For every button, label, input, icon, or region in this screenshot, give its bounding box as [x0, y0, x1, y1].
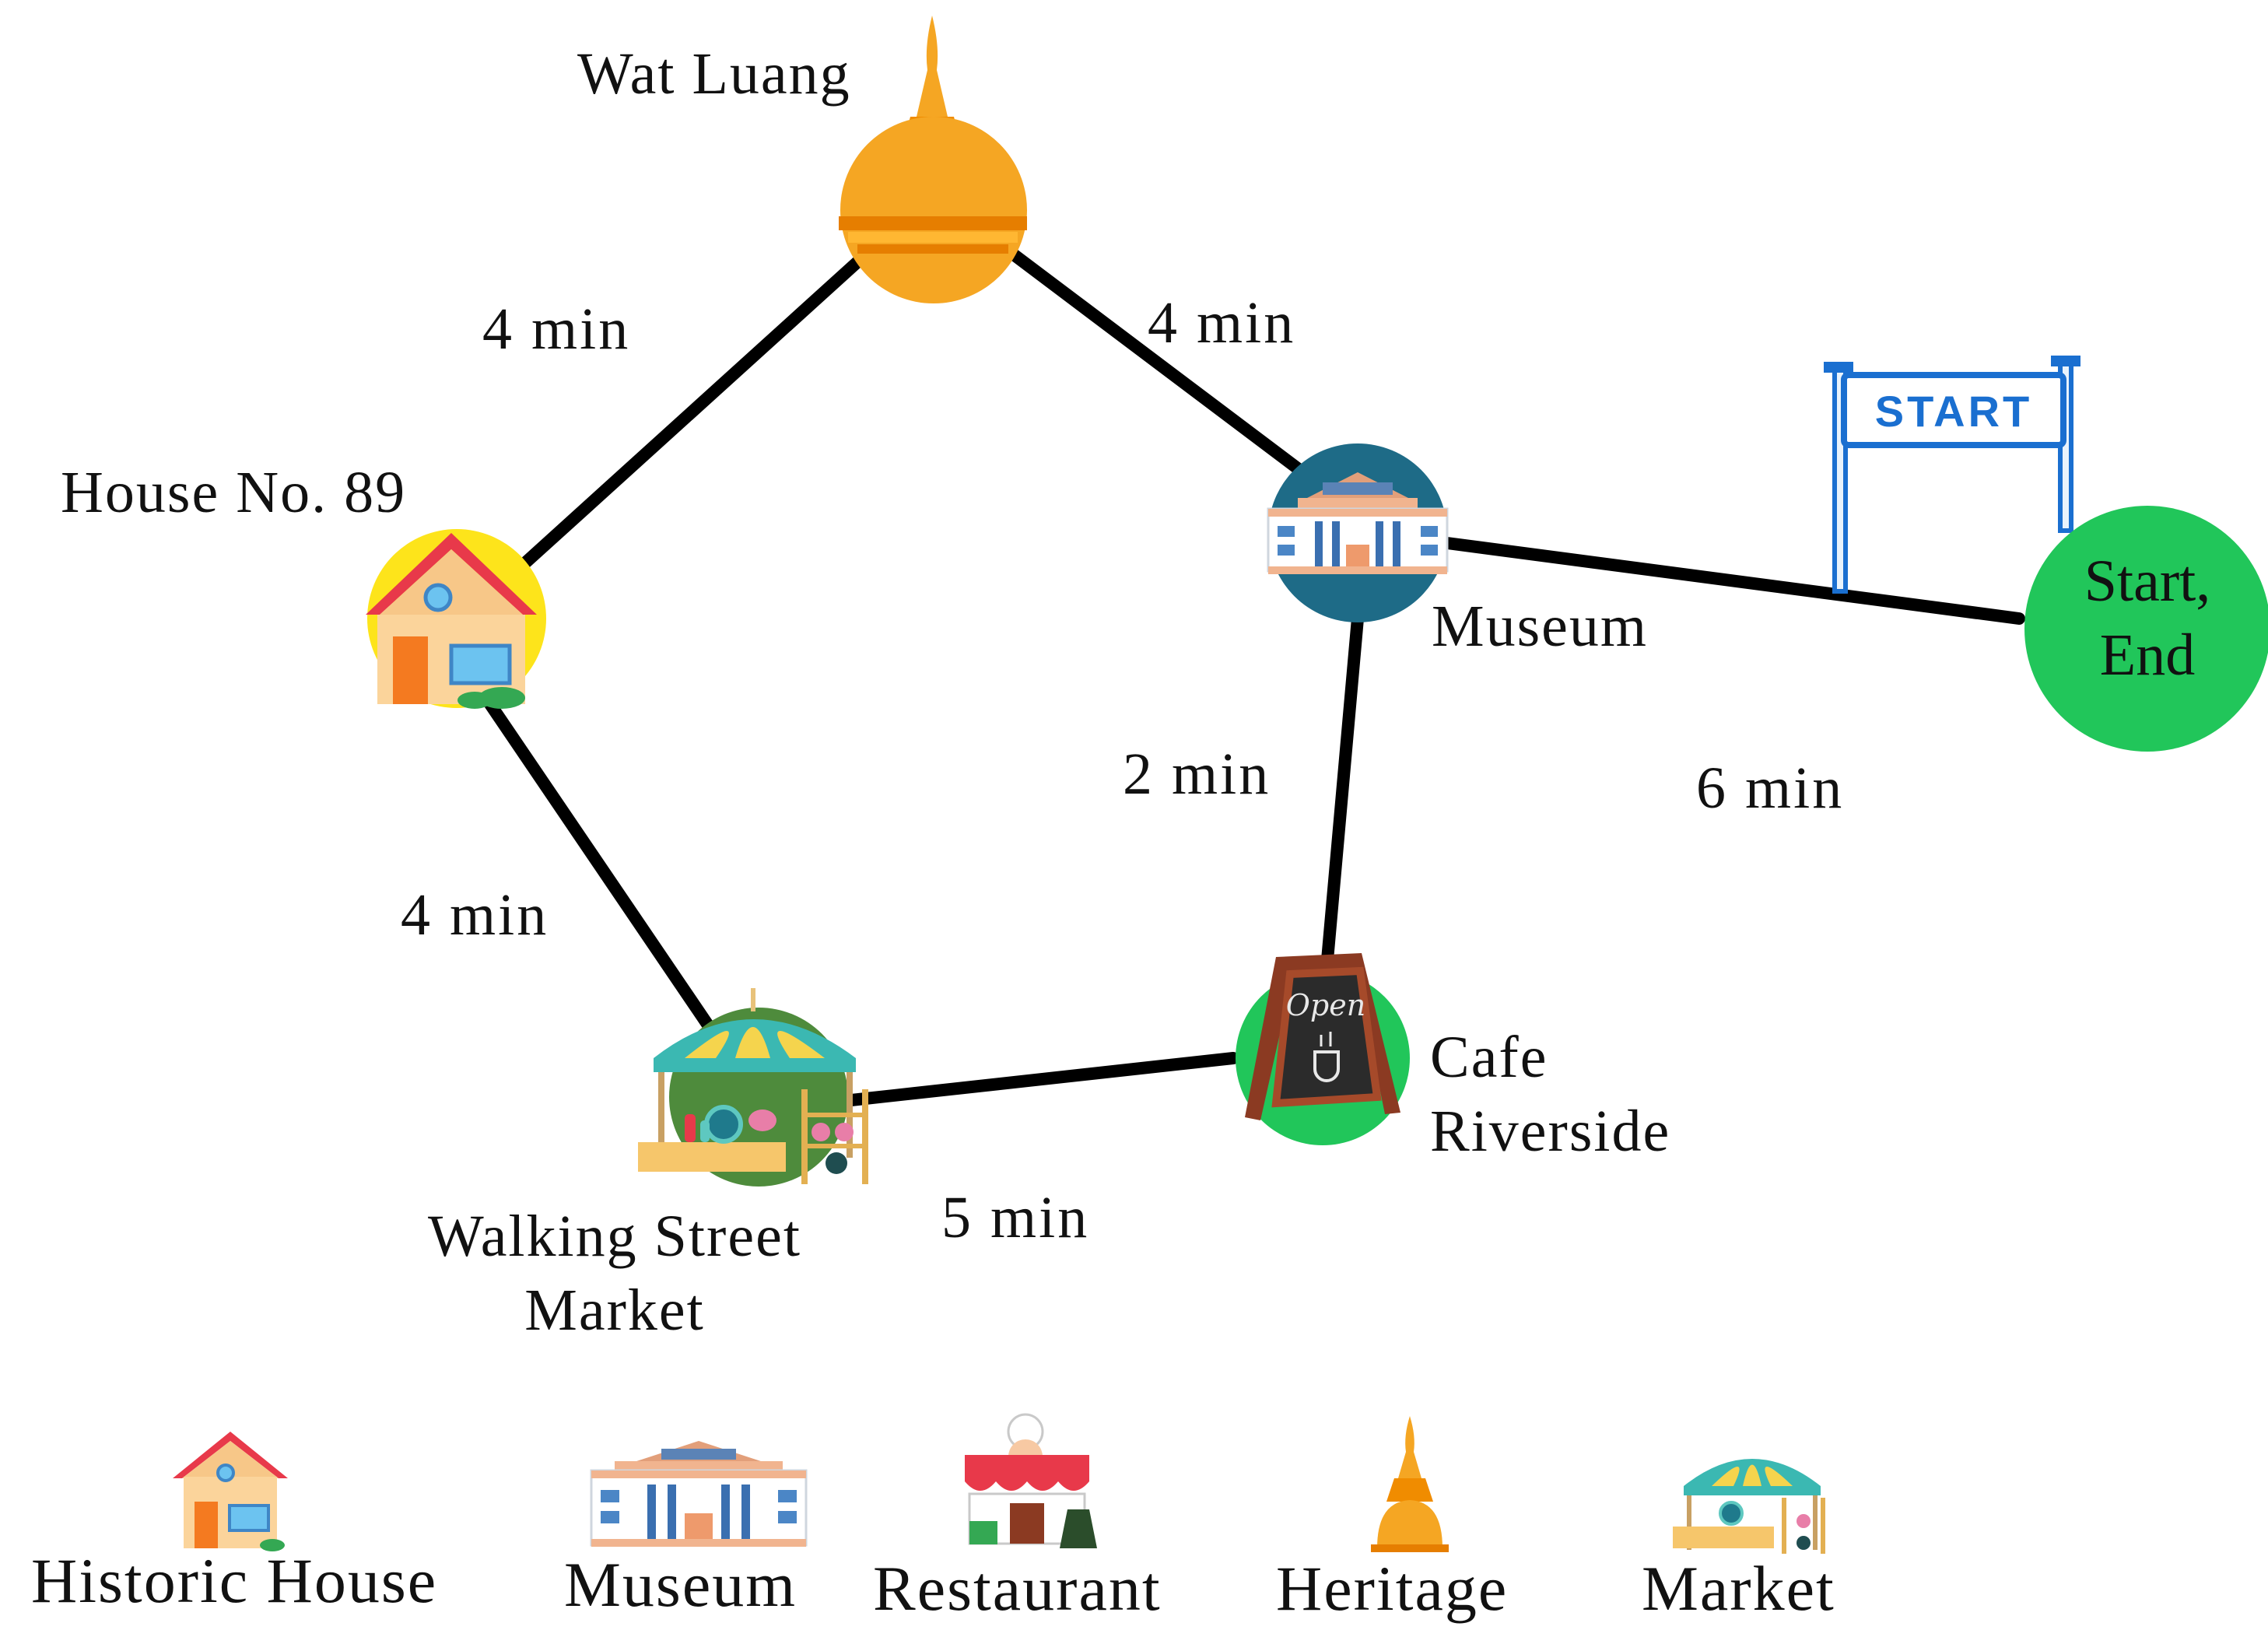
legend-market-icon [1673, 1459, 1825, 1554]
edge-label-museum-cafe: 2 min [1123, 741, 1271, 807]
legend-label-restaurant: Restaurant [873, 1553, 1162, 1624]
legend-label-heritage: Heritage [1276, 1553, 1509, 1624]
cafe-sign-text: Open [1286, 988, 1365, 1022]
edge-label-museum-start: 6 min [1696, 755, 1845, 821]
house-label: House No. 89 [61, 460, 407, 525]
legend-label-market: Market [1642, 1553, 1835, 1624]
market-label-line2: Market [524, 1278, 705, 1343]
cafe-label-line1: Cafe [1430, 1025, 1548, 1090]
start-banner-icon: START [1824, 356, 2080, 594]
house-icon [366, 533, 537, 709]
museum-node [1267, 443, 1449, 622]
cafe-label-line2: Riverside [1430, 1099, 1671, 1164]
edge-museum-start [1441, 537, 2025, 625]
start-label-line2: End [2099, 622, 2196, 688]
legend-house-icon [173, 1432, 288, 1551]
edge-label-wat-museum: 4 min [1148, 290, 1296, 356]
market-stall-icon [638, 988, 868, 1184]
start-end-label: Start, End [2070, 545, 2225, 692]
legend-restaurant-icon [965, 1413, 1097, 1548]
start-end-node [2024, 506, 2268, 752]
edge-house-market [484, 698, 718, 1037]
edge-label-wat-house: 4 min [482, 296, 631, 362]
house-node [366, 529, 546, 709]
museum-label: Museum [1432, 594, 1648, 659]
edge-wat-house [515, 247, 874, 573]
edges [484, 247, 2025, 1107]
cafe-label: Cafe Riverside [1430, 1021, 1670, 1169]
market-label: Walking Street Market [389, 1200, 840, 1348]
start-label-line1: Start, [2084, 549, 2211, 614]
museum-icon [1267, 472, 1449, 574]
stupa-icon [839, 16, 1027, 303]
chalkboard-sign-icon: Open [1245, 953, 1400, 1120]
edge-museum-cafe [1320, 612, 1364, 975]
market-node [638, 988, 868, 1187]
start-sign-text: START [1875, 387, 2033, 436]
legend-label-historic-house: Historic House [31, 1545, 438, 1616]
legend-stupa-icon [1371, 1416, 1449, 1552]
legend-museum-icon [590, 1441, 808, 1547]
edge-market-cafe [838, 1052, 1239, 1107]
wat-luang-label: Wat Luang [577, 41, 851, 107]
cafe-node: Open [1236, 953, 1410, 1145]
market-label-line1: Walking Street [428, 1204, 801, 1269]
edge-label-market-cafe: 5 min [941, 1185, 1090, 1250]
edge-label-house-market: 4 min [401, 882, 549, 948]
legend-label-museum: Museum [564, 1549, 797, 1620]
edge-wat-museum [1005, 247, 1317, 485]
